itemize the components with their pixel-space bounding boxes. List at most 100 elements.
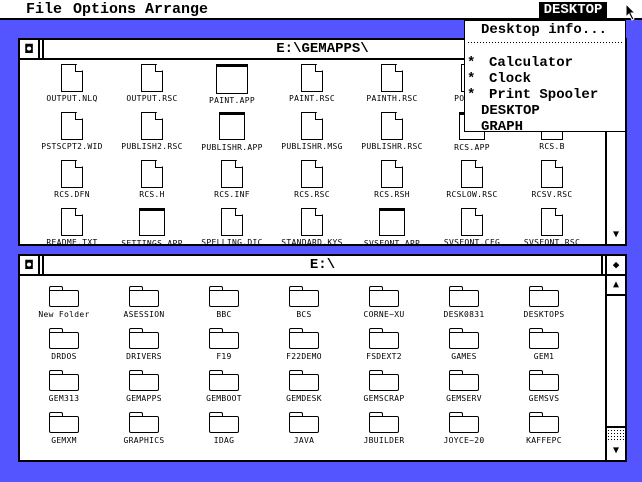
folder-item[interactable]: GEM1 [504,326,584,361]
folder-item[interactable]: F19 [184,326,264,361]
folder-item[interactable]: JAVA [264,410,344,445]
menu-item-graph[interactable]: GRAPH [465,119,625,135]
document-icon[interactable] [381,112,403,140]
folder-item[interactable]: FSDEXT2 [344,326,424,361]
folder-item[interactable]: BBC [184,284,264,319]
menu-desktop[interactable]: DESKTOP [539,2,607,18]
document-icon[interactable] [221,208,243,236]
document-icon[interactable] [61,208,83,236]
file-item[interactable]: RCS.H [112,160,192,199]
document-icon[interactable] [141,160,163,188]
document-icon[interactable] [301,112,323,140]
folder-item[interactable]: F22DEMO [264,326,344,361]
application-icon[interactable] [139,208,165,236]
folder-icon[interactable] [129,328,159,349]
folder-icon[interactable] [369,370,399,391]
file-item[interactable]: SVSFONT.CFG [432,208,512,244]
folder-item[interactable]: GAMES [424,326,504,361]
file-item[interactable]: PUBLISH2.RSC [112,112,192,151]
folder-item[interactable]: DESK0831 [424,284,504,319]
application-icon[interactable] [219,112,245,140]
file-item[interactable]: PAINTH.RSC [352,64,432,103]
scroll-track[interactable] [607,294,625,442]
folder-icon[interactable] [289,412,319,433]
file-item[interactable]: RCS.DFN [32,160,112,199]
file-item[interactable]: STANDARD.KYS [272,208,352,244]
folder-icon[interactable] [369,286,399,307]
folder-icon[interactable] [529,286,559,307]
folder-icon[interactable] [209,286,239,307]
file-item[interactable]: README.TXT [32,208,112,244]
menu-file[interactable]: File [26,1,63,18]
menu-item-desktop-info[interactable]: Desktop info... [481,22,608,38]
file-item[interactable]: RCSLOW.RSC [432,160,512,199]
document-icon[interactable] [301,208,323,236]
folder-icon[interactable] [529,370,559,391]
file-item[interactable]: RCS.RSC [272,160,352,199]
file-item[interactable]: SETTINGS.APP [112,208,192,244]
window-titlebar[interactable]: ◘ E:\ ◆ [20,256,625,276]
folder-icon[interactable] [49,328,79,349]
folder-item[interactable]: GEMAPPS [104,368,184,403]
folder-icon[interactable] [449,370,479,391]
folder-icon[interactable] [49,286,79,307]
vertical-scrollbar[interactable]: ▲ ▼ [605,276,625,460]
menu-item-desktop[interactable]: DESKTOP [465,103,625,119]
folder-item[interactable]: GEMBOOT [184,368,264,403]
folder-item[interactable]: GEMSERV [424,368,504,403]
document-icon[interactable] [461,208,483,236]
full-box-icon[interactable]: ◆ [605,256,625,274]
application-icon[interactable] [216,64,248,94]
folder-item[interactable]: KAFFEPC [504,410,584,445]
file-item[interactable]: RCS.INF [192,160,272,199]
file-item[interactable]: RCSV.RSC [512,160,592,199]
folder-icon[interactable] [449,328,479,349]
close-box-icon[interactable]: ◘ [20,256,40,274]
folder-item[interactable]: BCS [264,284,344,319]
scroll-thumb[interactable] [607,294,625,428]
folder-icon[interactable] [289,370,319,391]
menu-item-calculator[interactable]: *Calculator [465,55,625,71]
folder-item[interactable]: DESKTOPS [504,284,584,319]
menu-item-print-spooler[interactable]: *Print Spooler [465,87,625,103]
folder-item[interactable]: DRIVERS [104,326,184,361]
folder-item[interactable]: CORNE~XU [344,284,424,319]
folder-item[interactable]: GEMDESK [264,368,344,403]
folder-item[interactable]: GEM313 [24,368,104,403]
document-icon[interactable] [301,64,323,92]
folder-icon[interactable] [129,286,159,307]
folder-icon[interactable] [209,412,239,433]
file-item[interactable]: PAINT.APP [192,64,272,105]
file-item[interactable]: PUBLISHR.APP [192,112,272,152]
file-item[interactable]: RCS.RSH [352,160,432,199]
scroll-down-icon[interactable]: ▼ [607,226,625,244]
file-item[interactable]: PSTSCPT2.WID [32,112,112,151]
folder-icon[interactable] [369,412,399,433]
folder-icon[interactable] [209,328,239,349]
application-icon[interactable] [379,208,405,236]
folder-icon[interactable] [129,412,159,433]
window-title[interactable]: E:\ [42,256,603,274]
document-icon[interactable] [381,64,403,92]
folder-icon[interactable] [369,328,399,349]
folder-icon[interactable] [449,412,479,433]
document-icon[interactable] [221,160,243,188]
folder-item[interactable]: GEMSCRAP [344,368,424,403]
file-item[interactable]: PUBLISHR.MSG [272,112,352,151]
folder-item[interactable]: GRAPHICS [104,410,184,445]
folder-icon[interactable] [289,328,319,349]
document-icon[interactable] [141,64,163,92]
folder-item[interactable]: GEMXM [24,410,104,445]
scroll-down-icon[interactable]: ▼ [607,442,625,460]
file-item[interactable]: PAINT.RSC [272,64,352,103]
file-item[interactable]: SVSFONT.RSC [512,208,592,244]
document-icon[interactable] [61,160,83,188]
scroll-up-icon[interactable]: ▲ [607,276,625,294]
folder-item[interactable]: New Folder [24,284,104,319]
folder-item[interactable]: JOYCE~20 [424,410,504,445]
document-icon[interactable] [461,160,483,188]
file-item[interactable]: SPELLING.DIC [192,208,272,244]
document-icon[interactable] [541,160,563,188]
document-icon[interactable] [61,64,83,92]
